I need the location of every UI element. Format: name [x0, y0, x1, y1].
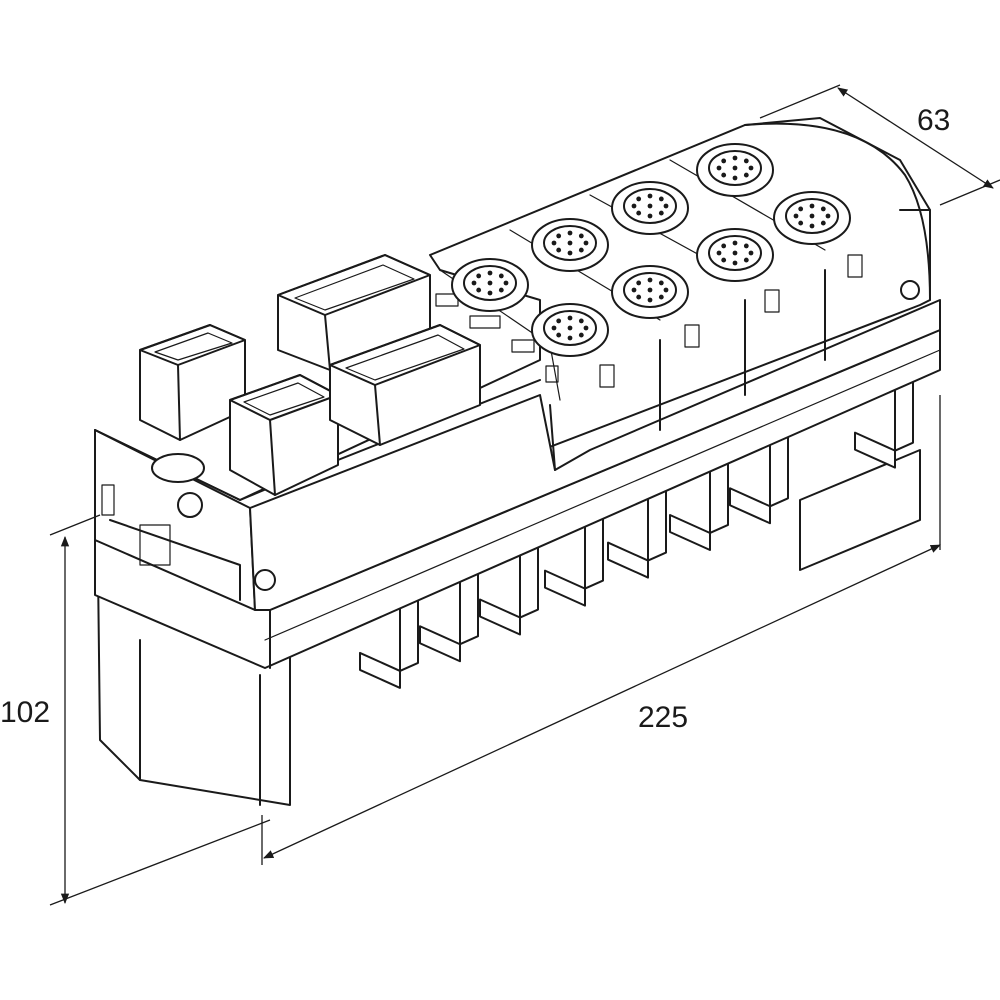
latch	[684, 324, 700, 348]
screw-icon	[254, 569, 276, 591]
dimension-height: 102	[0, 514, 271, 906]
rib-foot	[359, 651, 401, 689]
rib	[709, 460, 729, 534]
m12-port-icon	[696, 143, 774, 197]
housing-side-face	[249, 299, 941, 611]
rib	[769, 434, 789, 508]
rib	[519, 545, 539, 619]
dimension-depth: 63	[759, 84, 1000, 206]
latch	[847, 254, 863, 278]
m12-ports	[451, 143, 851, 357]
rib-foot	[479, 598, 521, 636]
led-indicators	[435, 293, 559, 383]
m12-port-icon	[773, 191, 851, 245]
rib	[584, 516, 604, 590]
front-slot	[101, 484, 115, 516]
m12-port-icon	[531, 218, 609, 272]
rect-connector-back-left	[139, 324, 246, 441]
latch	[599, 364, 615, 388]
rib	[894, 378, 914, 452]
rect-connector-back-right	[277, 254, 431, 371]
dimension-height-label: 102	[0, 696, 50, 729]
m12-port-icon	[696, 228, 774, 282]
latch	[764, 289, 780, 313]
m12-port-icon	[451, 258, 529, 312]
dimension-length: 225	[261, 395, 941, 865]
rib-foot	[607, 541, 649, 579]
rect-connector-front-right	[329, 324, 481, 446]
rib-foot	[419, 625, 461, 663]
rect-connectors	[139, 254, 481, 496]
screw-icon	[900, 280, 920, 300]
rib-foot	[729, 487, 771, 525]
dimension-length-label: 225	[638, 701, 688, 734]
rib	[399, 598, 419, 672]
rib-foot	[544, 569, 586, 607]
rib-foot	[854, 431, 896, 469]
rib-foot	[669, 513, 711, 551]
ground-screw-icon	[177, 492, 203, 518]
rib	[647, 488, 667, 562]
cable-gland-icon	[151, 453, 205, 483]
m12-port-icon	[611, 181, 689, 235]
front-connector	[139, 524, 171, 566]
rib	[459, 572, 479, 646]
dimension-depth-label: 63	[917, 104, 950, 137]
m12-port-icon	[531, 303, 609, 357]
rect-connector-front-left	[229, 374, 339, 496]
m12-port-icon	[611, 265, 689, 319]
